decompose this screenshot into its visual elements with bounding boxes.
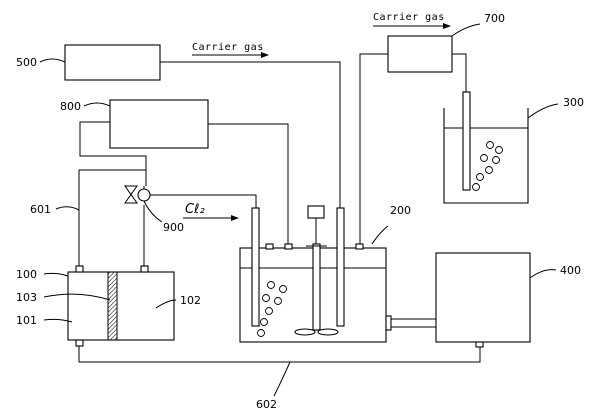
unit-800-box xyxy=(110,100,208,148)
line-800-to-tank xyxy=(208,124,288,246)
unit-100-port-right xyxy=(141,266,148,272)
unit-800-leader xyxy=(84,103,110,106)
flow-meter-900 xyxy=(138,189,150,201)
carrier-gas-main-text: Carrier gas xyxy=(192,42,264,53)
unit-200-label: 200 xyxy=(390,204,411,217)
unit-500-label: 500 xyxy=(16,56,37,69)
unit-300-label: 300 xyxy=(563,96,584,109)
unit-700-box xyxy=(388,36,452,72)
valve-900-body xyxy=(125,186,137,203)
tank-200-port-3 xyxy=(356,244,363,249)
valve-900-label: 900 xyxy=(163,221,184,234)
unit-700-label: 700 xyxy=(484,12,505,25)
unit-400-leader xyxy=(530,270,556,278)
stirrer-blade-left xyxy=(295,329,315,335)
valve-900-leader xyxy=(144,201,162,222)
unit-500-leader xyxy=(40,59,65,62)
unit-400-label: 400 xyxy=(560,264,581,277)
unit-100-port-left xyxy=(76,266,83,272)
line-tank-to-700 xyxy=(360,54,388,245)
unit-300-dip-tube xyxy=(463,92,470,190)
unit-100-port-bottom xyxy=(76,340,83,346)
tank-200-chlorine-tube xyxy=(252,208,259,326)
unit-400-box xyxy=(436,253,530,342)
stirrer-shaft xyxy=(313,244,320,330)
line-601-loop xyxy=(79,170,146,266)
carrier-gas-out-text: Carrier gas xyxy=(373,12,445,23)
unit-200-leader xyxy=(372,226,388,244)
unit-800-label: 800 xyxy=(60,100,81,113)
line-602-label: 602 xyxy=(256,398,277,411)
line-602-return xyxy=(79,346,480,362)
line-601-label: 601 xyxy=(30,203,51,216)
tank-200-port-2 xyxy=(285,244,292,249)
stirrer-motor xyxy=(308,206,324,218)
unit-103-label: 103 xyxy=(16,291,37,304)
unit-102-label: 102 xyxy=(180,294,201,307)
unit-100-leader xyxy=(44,273,68,276)
unit-500-box xyxy=(65,45,160,80)
tank-200-port-1 xyxy=(266,244,273,249)
line-700-to-300 xyxy=(452,54,466,92)
unit-101-label: 101 xyxy=(16,314,37,327)
chlorine-flow-text: Cℓ₂ xyxy=(185,202,205,217)
line-602-leader xyxy=(274,362,290,396)
tank-200-carrier-tube xyxy=(337,208,344,326)
stirrer-blade-right xyxy=(318,329,338,335)
unit-700-leader xyxy=(452,24,480,36)
unit-100-box xyxy=(68,272,174,340)
unit-100-label: 100 xyxy=(16,268,37,281)
unit-103-membrane xyxy=(108,272,117,340)
unit-300-leader xyxy=(528,104,558,118)
unit-400-port-bottom xyxy=(476,342,483,347)
tank-200-side-port xyxy=(386,316,391,330)
line-601-leader xyxy=(56,207,79,210)
